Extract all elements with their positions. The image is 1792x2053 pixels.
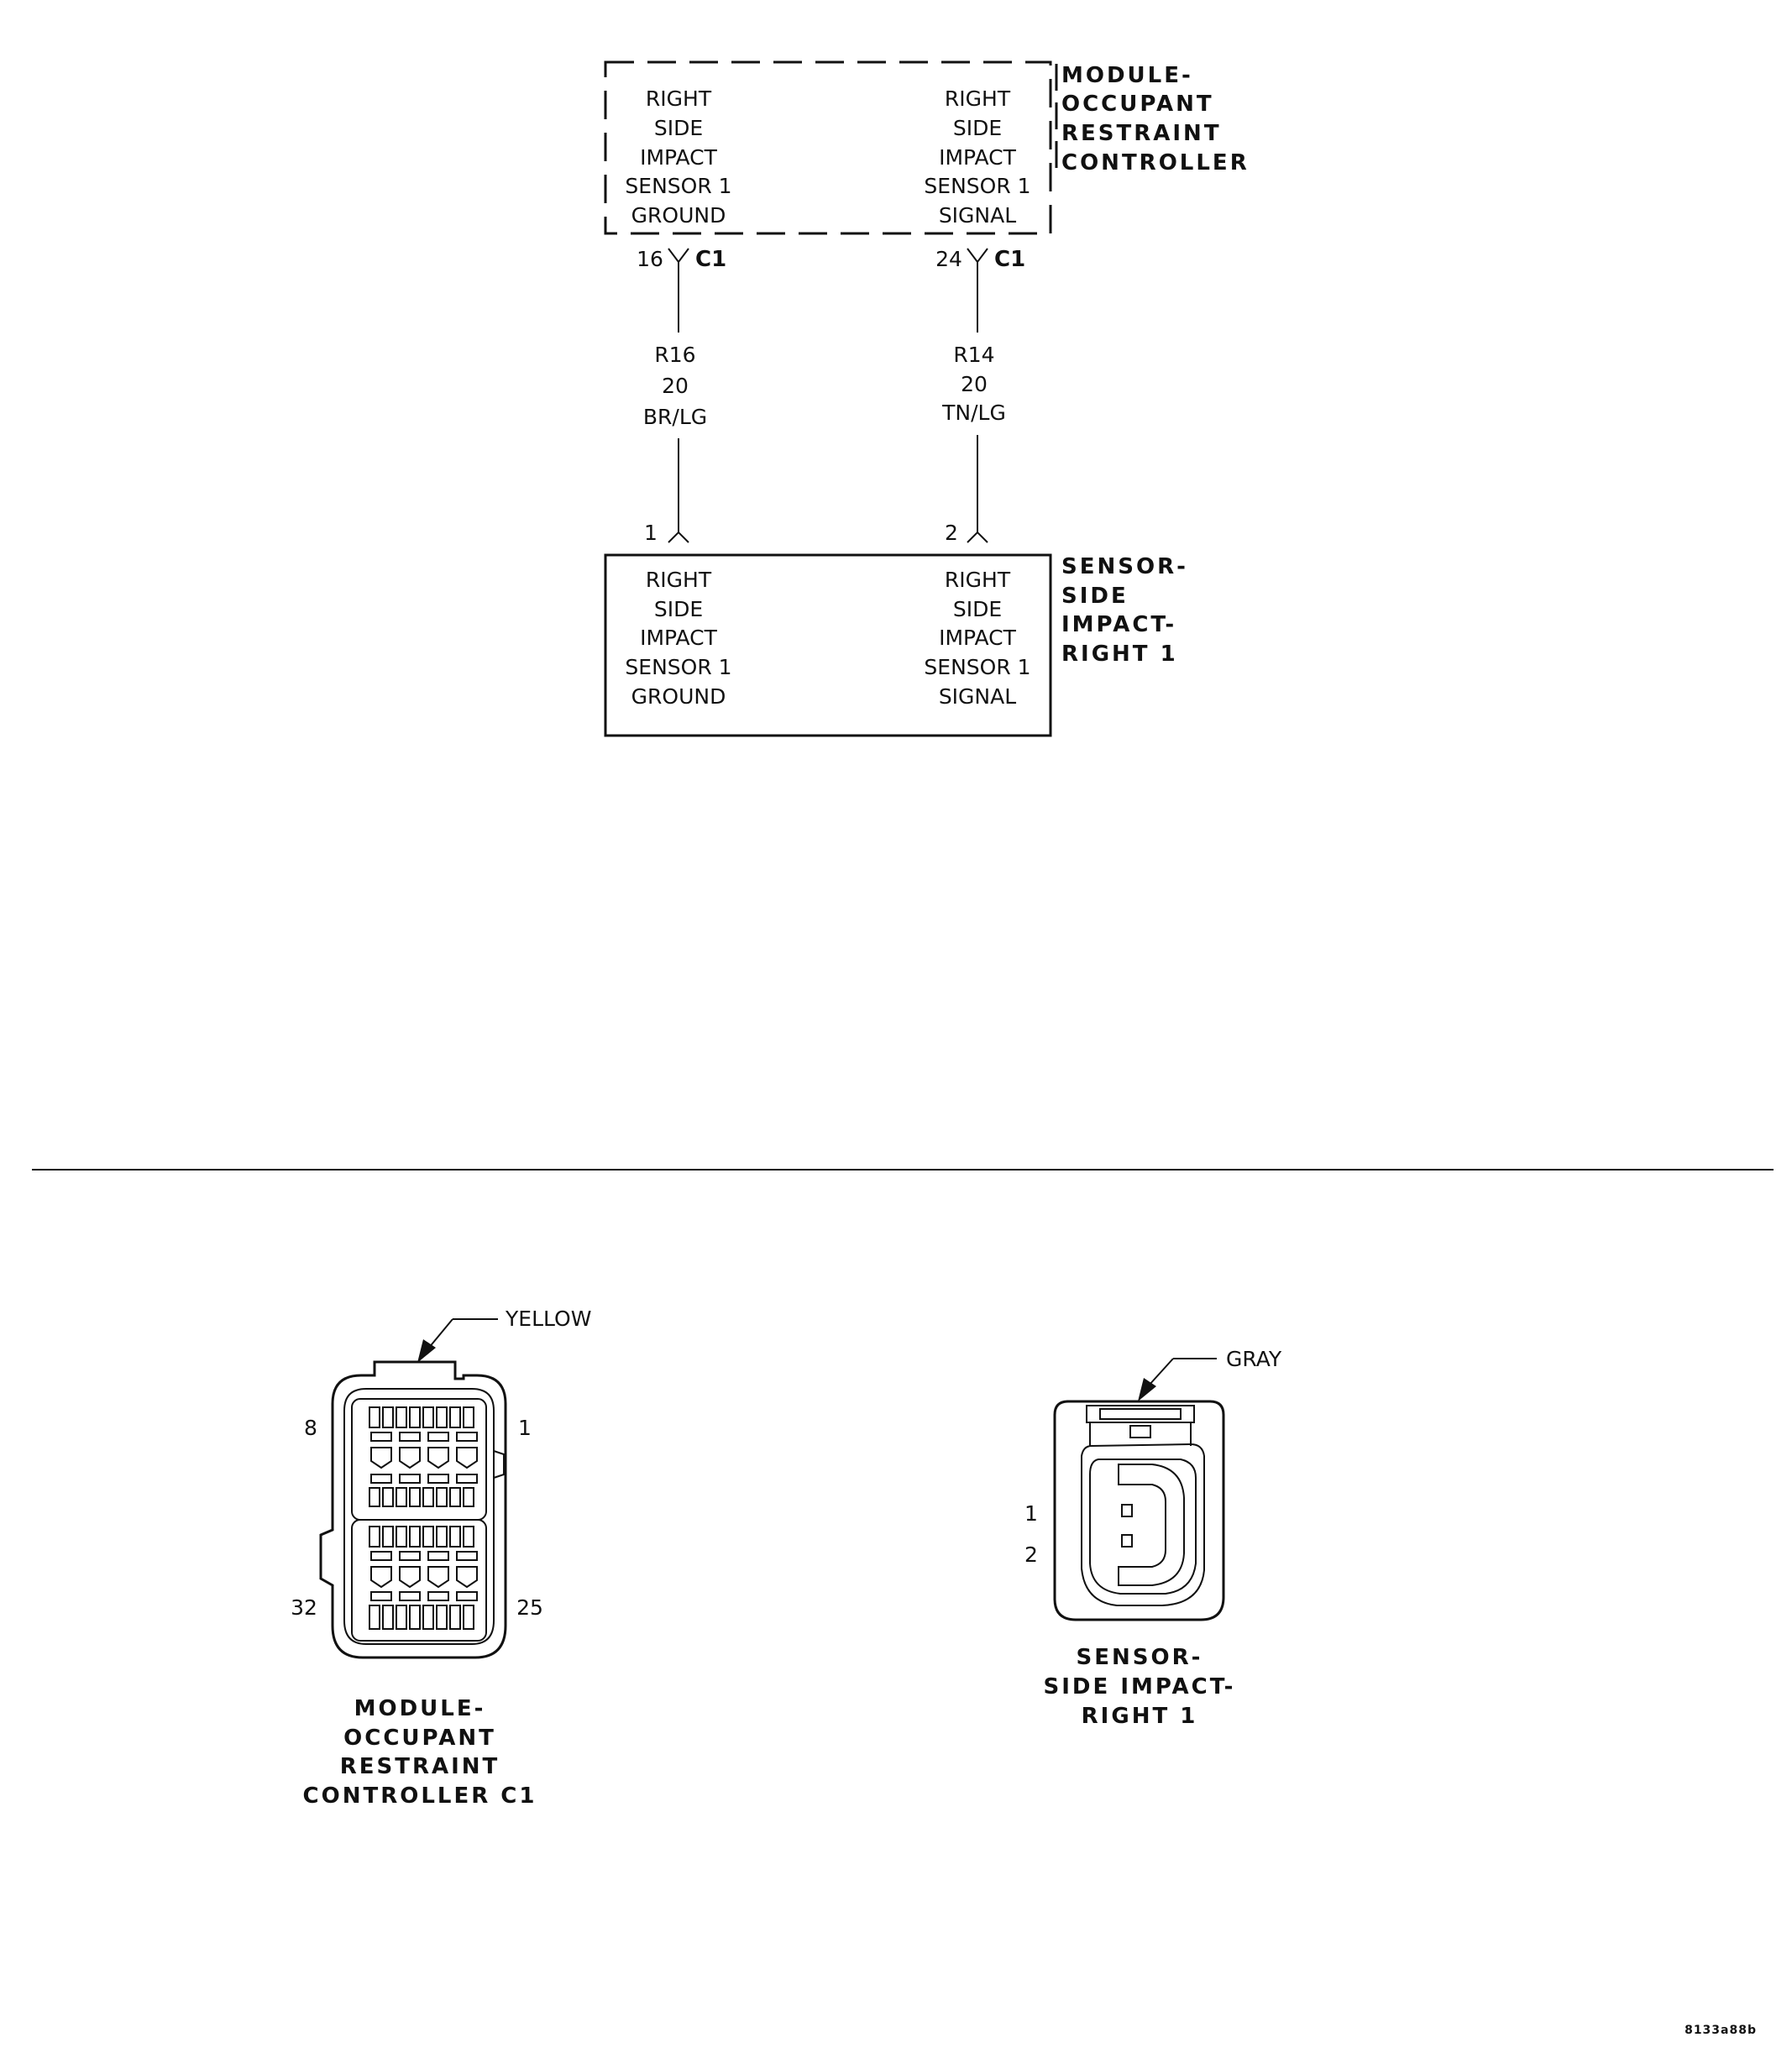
sensor-left-pin-text: RIGHT SIDE IMPACT SENSOR 1 GROUND xyxy=(625,568,731,709)
pin-number-16: 16 xyxy=(637,247,663,271)
c1-pin-label-1: 1 xyxy=(518,1416,532,1440)
pin-number-24: 24 xyxy=(935,247,962,271)
wire-circuit-r16: R16 xyxy=(654,343,695,367)
sensor-left-line-4: SENSOR 1 xyxy=(625,655,731,679)
gray-leader-line xyxy=(1148,1358,1174,1386)
wire-circuit-r14: R14 xyxy=(953,343,994,367)
connector-pin-16-c1: 16 C1 xyxy=(637,247,726,272)
c1-pin-label-8: 8 xyxy=(304,1416,317,1440)
c1-caption-line-2: OCCUPANT xyxy=(343,1726,496,1751)
module-title-line-2: OCCUPANT xyxy=(1061,92,1214,117)
sensor-block-outline xyxy=(604,553,1052,737)
sensor-title-line-2: SIDE xyxy=(1061,584,1129,609)
sensor-left-line-2: SIDE xyxy=(654,597,703,621)
sensor-right-pin-text: RIGHT SIDE IMPACT SENSOR 1 SIGNAL xyxy=(924,568,1030,709)
sensor-title: SENSOR- SIDE IMPACT- RIGHT 1 xyxy=(1061,554,1188,667)
wire-color-r14: TN/LG xyxy=(941,401,1006,425)
female-terminal-symbol xyxy=(668,248,689,264)
arrow-icon xyxy=(1138,1378,1156,1401)
c1-caption-line-3: RESTRAINT xyxy=(340,1754,500,1779)
wire-label-r14: R14 20 TN/LG xyxy=(941,343,1006,425)
connector-pin-24-c1: 24 C1 xyxy=(935,247,1025,272)
wire-label-r16: R16 20 BR/LG xyxy=(643,343,707,429)
sensor-left-line-1: RIGHT xyxy=(646,568,712,592)
sensor-caption-line-3: RIGHT 1 xyxy=(1082,1704,1198,1729)
sensor-caption-line-1: SENSOR- xyxy=(1077,1645,1203,1670)
sensor-connector-shroud xyxy=(1081,1443,1205,1606)
sensor-right-line-1: RIGHT xyxy=(945,568,1011,592)
yellow-leader-line xyxy=(427,1318,453,1349)
sensor-connector-lock xyxy=(1129,1425,1151,1438)
sensor-right-line-2: SIDE xyxy=(953,597,1002,621)
module-block-outline xyxy=(604,60,1052,235)
module-right-line-2: SIDE xyxy=(953,116,1002,140)
wire-gauge-r16: 20 xyxy=(662,374,689,398)
module-title: MODULE- OCCUPANT RESTRAINT CONTROLLER xyxy=(1061,63,1250,175)
pin-number-1: 1 xyxy=(644,521,658,545)
module-right-pin-text: RIGHT SIDE IMPACT SENSOR 1 SIGNAL xyxy=(924,86,1030,228)
sensor-pin-label-2: 2 xyxy=(1024,1542,1038,1567)
sensor-pin-label-1: 1 xyxy=(1024,1501,1038,1526)
sensor-connector-housing xyxy=(1053,1400,1225,1621)
module-title-line-1: MODULE- xyxy=(1061,63,1193,88)
male-terminal-symbol xyxy=(967,531,988,543)
module-left-line-5: GROUND xyxy=(631,203,726,228)
module-title-line-3: RESTRAINT xyxy=(1061,121,1222,146)
sensor-left-line-5: GROUND xyxy=(631,684,726,709)
sensor-title-line-1: SENSOR- xyxy=(1061,554,1188,579)
module-left-pin-text: RIGHT SIDE IMPACT SENSOR 1 GROUND xyxy=(625,86,731,228)
wire-color-r16: BR/LG xyxy=(643,405,707,429)
sensor-terminal-1 xyxy=(1121,1504,1133,1517)
module-left-line-2: SIDE xyxy=(654,116,703,140)
c1-lower-cavity xyxy=(351,1519,487,1642)
sensor-right-line-5: SIGNAL xyxy=(939,684,1016,709)
c1-side-latch xyxy=(493,1450,505,1479)
sensor-terminal-2 xyxy=(1121,1534,1133,1548)
c1-pin-label-25: 25 xyxy=(516,1595,543,1620)
module-right-line-4: SENSOR 1 xyxy=(924,174,1030,198)
c1-housing-outer xyxy=(319,1360,507,1659)
module-title-line-4: CONTROLLER xyxy=(1061,150,1250,175)
module-left-line-3: IMPACT xyxy=(640,145,718,170)
sensor-connector-latch xyxy=(1086,1405,1195,1423)
female-terminal-symbol xyxy=(967,248,988,264)
sensor-title-line-3: IMPACT- xyxy=(1061,612,1176,637)
connector-id-c1: C1 xyxy=(695,247,726,272)
sensor-connector-latch-tab xyxy=(1099,1408,1182,1420)
sensor-connector-face xyxy=(1089,1459,1197,1595)
male-terminal-symbol xyxy=(668,531,689,543)
module-right-line-3: IMPACT xyxy=(939,145,1017,170)
sensor-title-line-4: RIGHT 1 xyxy=(1061,642,1178,667)
wire-gauge-r14: 20 xyxy=(961,372,988,396)
pin-number-2: 2 xyxy=(945,521,958,545)
c1-upper-terminals xyxy=(369,1406,478,1507)
module-right-line-5: SIGNAL xyxy=(939,203,1016,228)
sensor-caption-line-2: SIDE IMPACT- xyxy=(1044,1674,1236,1699)
sensor-pin-2: 2 xyxy=(945,521,988,545)
sensor-left-line-3: IMPACT xyxy=(640,626,718,650)
sensor-right-line-3: IMPACT xyxy=(939,626,1017,650)
connector-sensor-face-view: GRAY 1 2 SENSOR- SIDE IMPACT- RIGHT 1 xyxy=(1024,1347,1282,1729)
connector-c1-face-view: YELLOW xyxy=(291,1307,591,1809)
arrow-icon xyxy=(417,1339,436,1363)
c1-pin-label-32: 32 xyxy=(291,1595,317,1620)
c1-color-label: YELLOW xyxy=(505,1307,591,1331)
sensor-right-line-4: SENSOR 1 xyxy=(924,655,1030,679)
c1-caption-line-1: MODULE- xyxy=(354,1696,486,1721)
module-left-line-4: SENSOR 1 xyxy=(625,174,731,198)
sensor-connector-color-label: GRAY xyxy=(1226,1347,1282,1371)
module-right-line-1: RIGHT xyxy=(945,86,1011,111)
c1-housing-inner xyxy=(343,1388,495,1645)
c1-caption-line-4: CONTROLLER C1 xyxy=(303,1783,537,1809)
connector-id-c1: C1 xyxy=(994,247,1025,272)
figure-id: 8133a88b xyxy=(1685,2024,1757,2037)
c1-lower-terminals xyxy=(369,1526,478,1630)
sensor-connector-key xyxy=(1118,1464,1185,1586)
sensor-pin-1: 1 xyxy=(644,521,689,545)
module-left-line-1: RIGHT xyxy=(646,86,712,111)
